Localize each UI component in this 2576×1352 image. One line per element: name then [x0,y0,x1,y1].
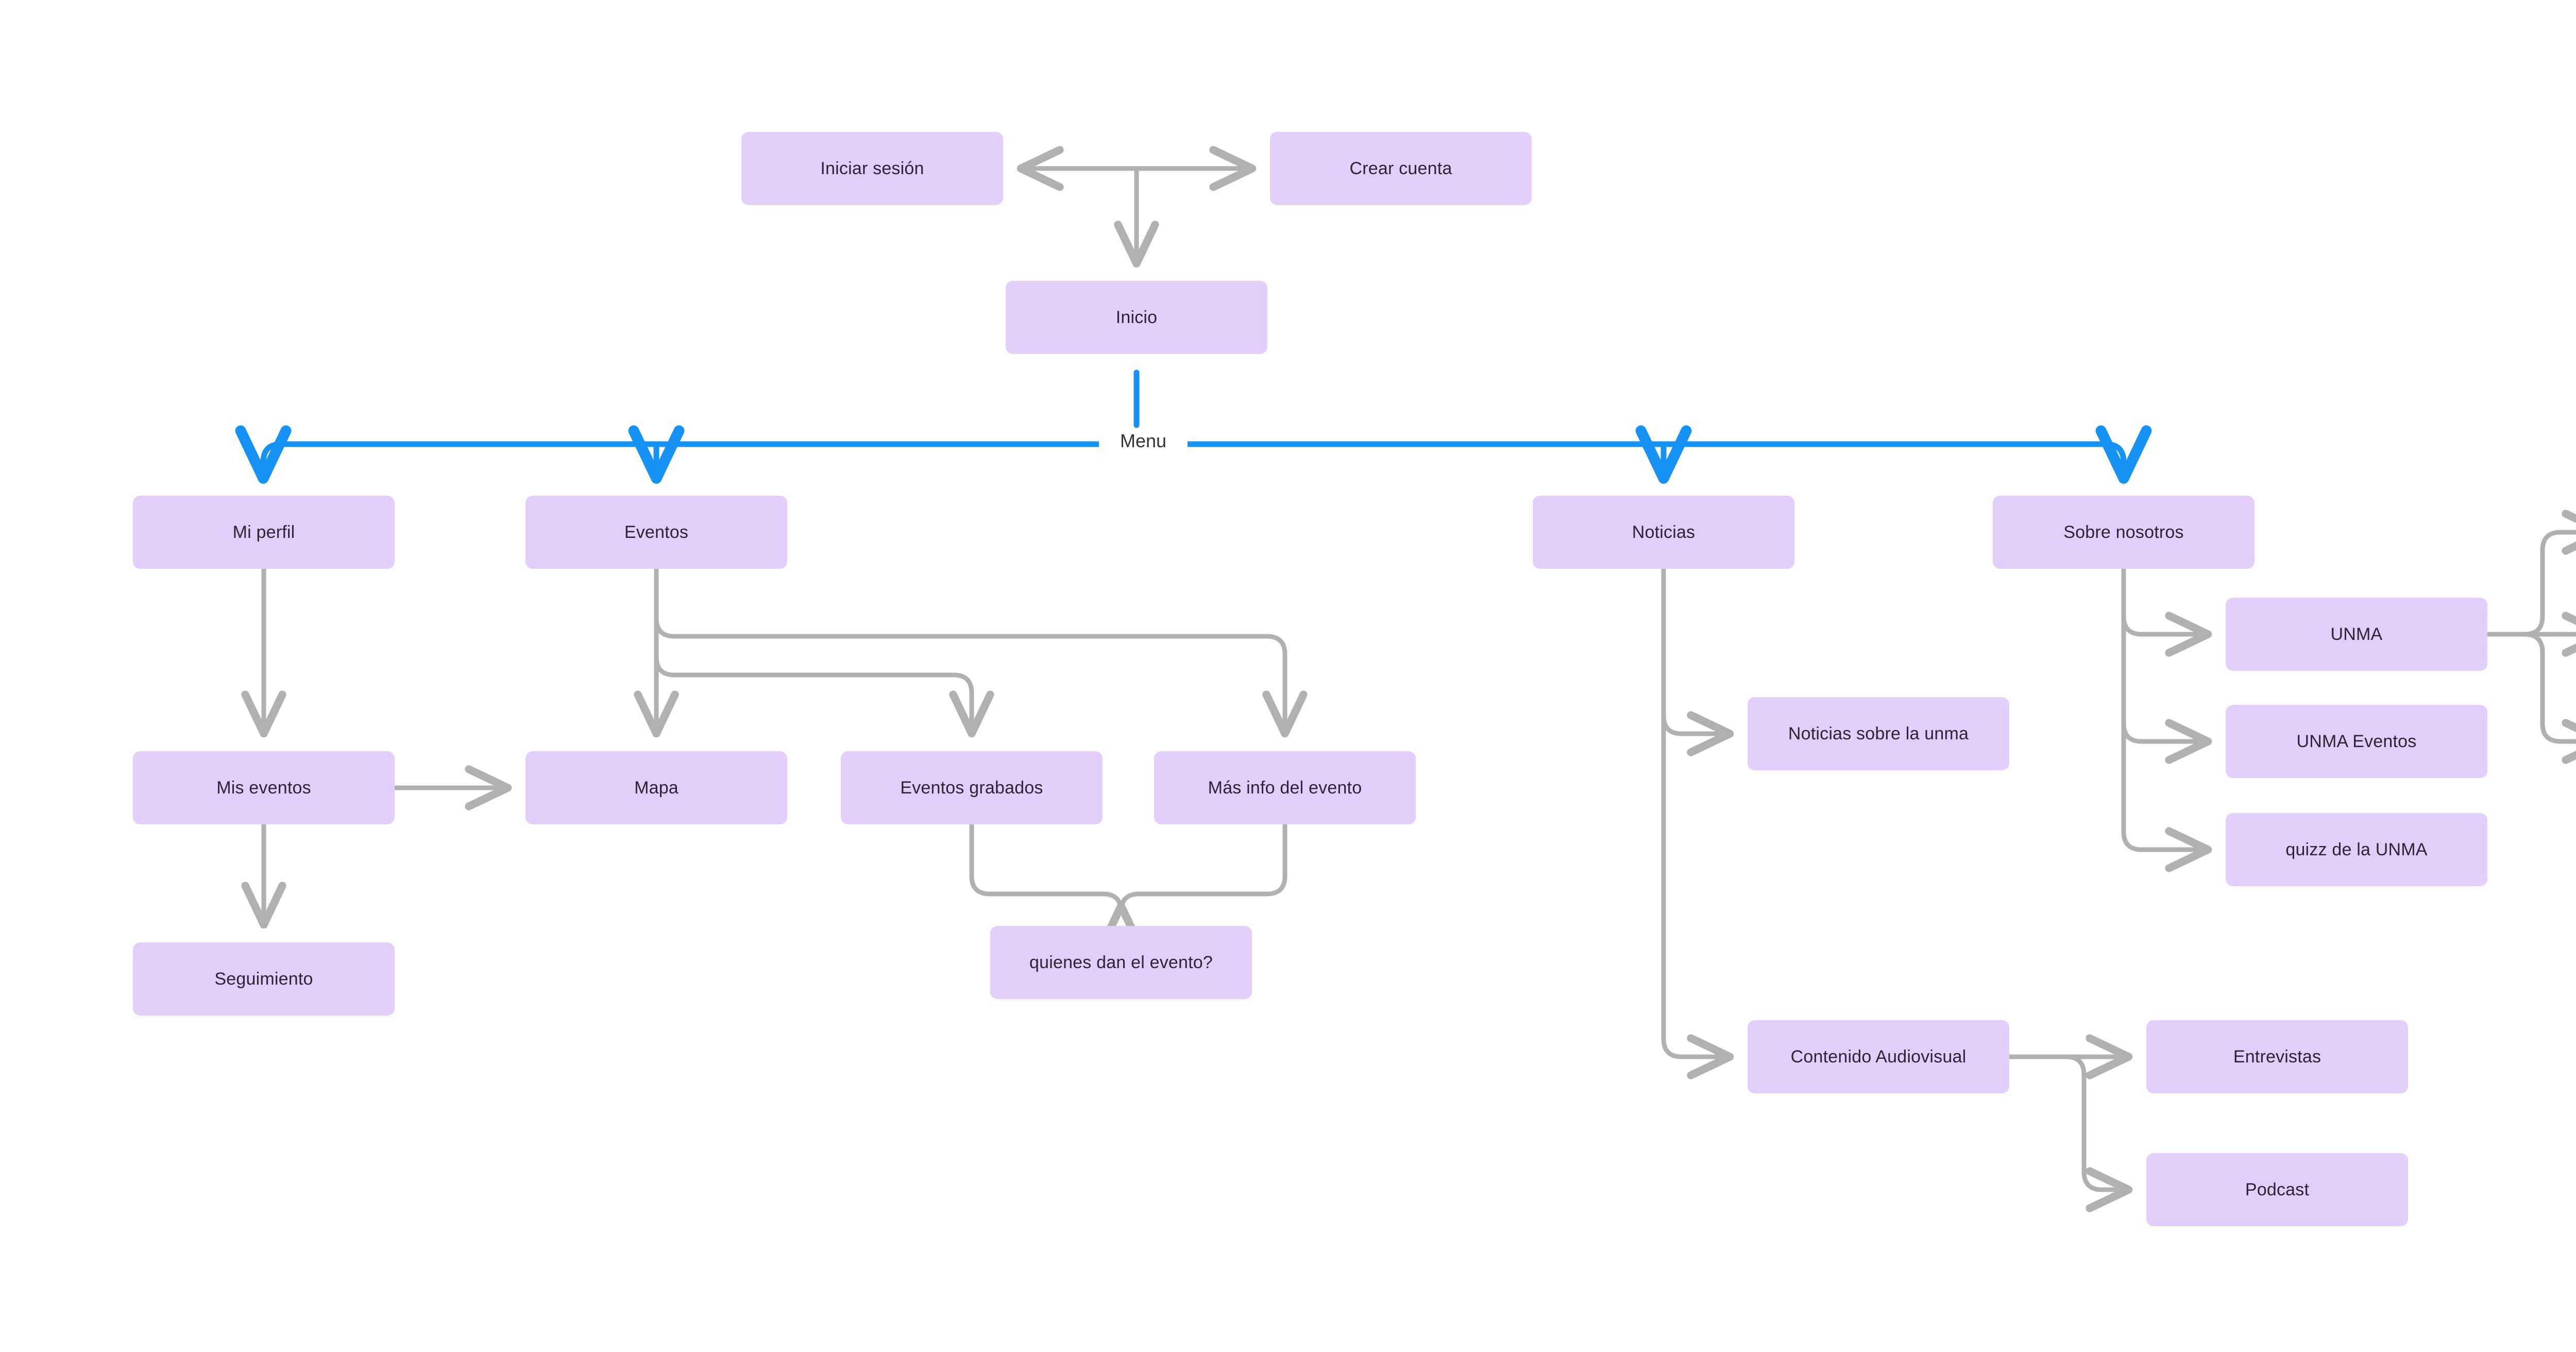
node-noticias[interactable]: Noticias [1533,496,1794,569]
node-unma-eventos[interactable]: UNMA Eventos [2226,705,2487,778]
edge-unma-to-historia [2485,510,2576,637]
node-quizz-de-la-unma[interactable]: quizz de la UNMA [2226,813,2487,886]
node-mas-info-del-evento[interactable]: Más info del evento [1154,751,1416,824]
edge-unma-to-contacto [2485,632,2576,764]
node-quienes-dan-el-evento[interactable]: quienes dan el evento? [990,926,1252,999]
node-mi-perfil[interactable]: Mi perfil [133,496,395,569]
gray-edges [241,146,2576,1212]
edge-eventos-to-eventos-grabados [654,566,994,738]
menu-bus-right [1168,441,2127,479]
edge-noticias-to-contenido-audiovisual [1661,566,1734,1079]
edge-mas-info-to-quienes [1098,822,1287,949]
node-inicio[interactable]: Inicio [1006,281,1267,354]
node-entrevistas[interactable]: Entrevistas [2146,1020,2408,1093]
node-noticias-sobre-la-unma[interactable]: Noticias sobre la unma [1748,697,2009,770]
edge-eventos-grabados-to-quienes [969,822,1144,949]
edge-noticias-to-noticias-unma [1661,566,1734,756]
blue-menu-edges [235,369,2152,484]
edge-sobre-nosotros-to-unma-eventos [2121,566,2212,764]
edge-sobre-nosotros-to-unma [2121,566,2212,657]
edge-eventos-to-mas-info [654,566,1308,738]
edge-contenido-to-podcast [2007,1054,2133,1212]
node-mapa[interactable]: Mapa [526,751,787,824]
node-crear-cuenta[interactable]: Crear cuenta [1270,132,1532,205]
node-eventos-grabados[interactable]: Eventos grabados [841,751,1103,824]
node-iniciar-sesion[interactable]: Iniciar sesión [741,132,1003,205]
menu-edge-label: Menu [1099,432,1188,450]
node-podcast[interactable]: Podcast [2146,1153,2408,1226]
menu-bus-left [260,441,1102,479]
node-seguimiento[interactable]: Seguimiento [133,942,395,1016]
node-mis-eventos[interactable]: Mis eventos [133,751,395,824]
node-eventos[interactable]: Eventos [526,496,787,569]
node-contenido-audiovisual[interactable]: Contenido Audiovisual [1748,1020,2009,1093]
node-sobre-nosotros[interactable]: Sobre nosotros [1993,496,2255,569]
edge-sobre-nosotros-to-quizz [2121,566,2212,872]
node-unma[interactable]: UNMA [2226,598,2487,671]
